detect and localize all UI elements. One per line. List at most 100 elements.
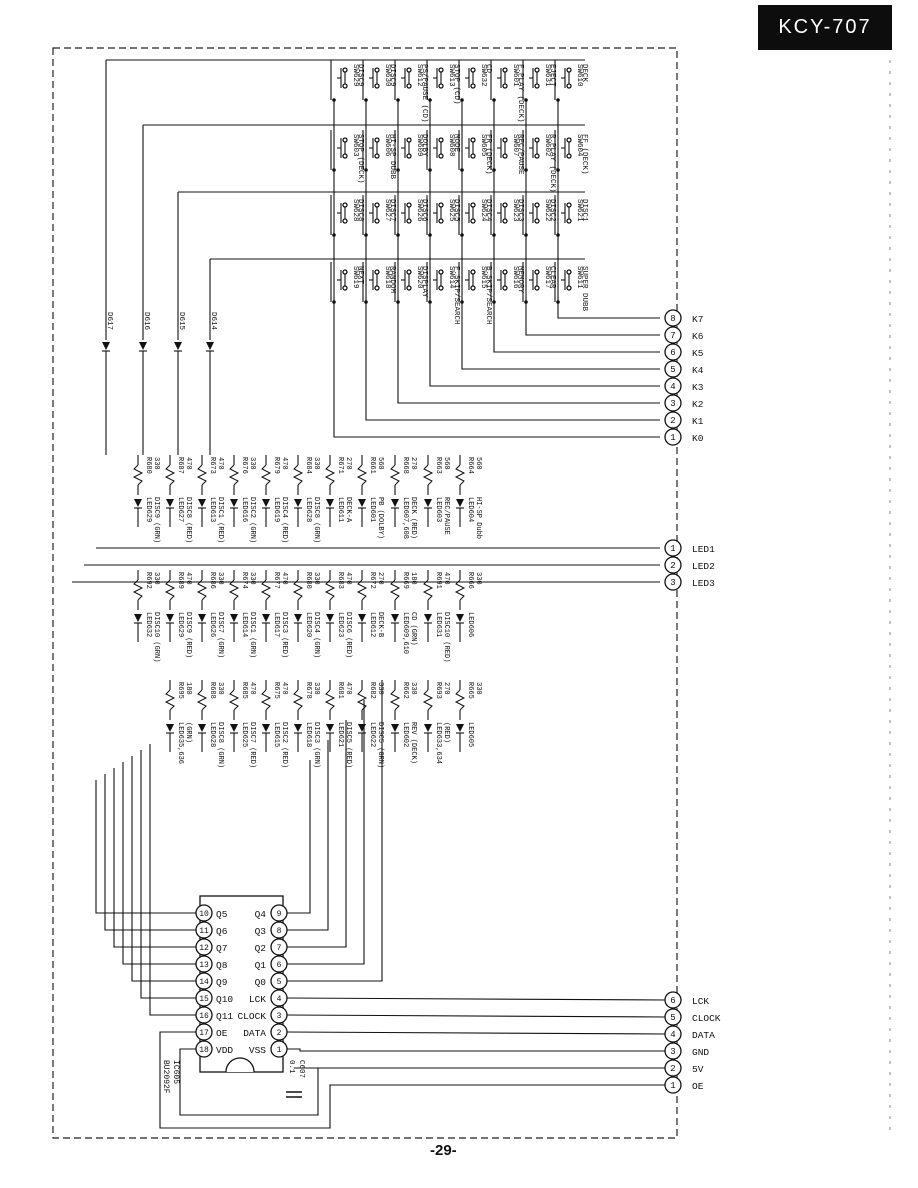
switch-contact — [534, 218, 540, 224]
led-symbol — [326, 499, 334, 507]
pin-circle — [664, 556, 682, 574]
pin-number: 2 — [670, 561, 675, 571]
resistor — [422, 464, 434, 486]
resistor-value: 330 — [312, 572, 320, 585]
switch-contact — [342, 202, 348, 208]
junction-dot — [492, 300, 496, 304]
led-symbol — [262, 724, 270, 732]
pin-label: K3 — [692, 382, 704, 393]
switch-contact — [374, 269, 380, 275]
switch-contact — [438, 218, 444, 224]
diode-d617: D617 — [102, 60, 113, 455]
pin-circle — [664, 428, 682, 446]
led-name: DISC9 (GRN) — [152, 497, 160, 543]
switch-name: DISC5 — [452, 199, 460, 222]
junction-dot — [332, 98, 336, 102]
resistor — [324, 464, 336, 486]
switch-ref: SW619 — [351, 266, 359, 289]
resistor-ref: R680 — [144, 457, 152, 474]
switch-contact — [438, 137, 444, 143]
pin-number: 4 — [670, 1030, 675, 1040]
switch-contact — [470, 218, 476, 224]
resistor — [454, 579, 466, 601]
pin-circle — [664, 539, 682, 557]
junction-dot — [364, 98, 368, 102]
pin-number: 4 — [670, 382, 675, 392]
resistor-value: 470 — [280, 572, 288, 585]
led-symbol — [198, 724, 206, 732]
key-column-bus — [365, 100, 660, 421]
resistor-value: 560 — [376, 457, 384, 470]
pin-number: 2 — [277, 1029, 282, 1038]
led-ref: LED617 — [272, 612, 280, 637]
pin-circle — [664, 360, 682, 378]
switch-contact — [534, 83, 540, 89]
led-symbol — [358, 499, 366, 507]
pin-label: LED3 — [692, 578, 715, 589]
switch-contact — [502, 83, 508, 89]
switch-ref: SW610 — [575, 64, 583, 87]
switch-contact — [566, 269, 572, 275]
switch-contact — [342, 269, 348, 275]
switch-contact — [534, 137, 540, 143]
key-column-bus — [333, 100, 660, 438]
switch-name: R.PLAY (DECK) — [548, 134, 556, 193]
switch-contact — [502, 153, 508, 159]
vdd-wire — [179, 1048, 319, 1116]
pin-number: 2 — [670, 416, 675, 426]
resistor-value: 330 — [248, 572, 256, 585]
ic-part: BU2092F — [161, 1060, 170, 1094]
ic-pin-8: 8Q3 — [255, 740, 329, 939]
junction-dot — [556, 168, 560, 172]
pin-label: Q4 — [255, 909, 267, 920]
led-name: DISC8 (GRN) — [312, 497, 320, 543]
switch-name: MEMORY — [516, 266, 524, 294]
diode-symbol — [174, 342, 182, 350]
resistor — [260, 689, 272, 711]
led-ref: LED613 — [208, 497, 216, 522]
switch-name: DISC4 — [484, 199, 492, 222]
main-signal-wire — [286, 1031, 666, 1035]
switch-name: FF (DECK) — [580, 134, 588, 175]
pin-circle — [664, 309, 682, 327]
switch-contact — [470, 137, 476, 143]
switch-name: DISC9 — [388, 64, 396, 87]
resistor-value: 270 — [376, 572, 384, 585]
switch-ref: SW616 — [511, 266, 519, 289]
switch-contact — [470, 67, 476, 73]
led-name: REV (DECK) — [409, 722, 417, 764]
led-ref: LED602 — [401, 722, 409, 747]
resistor-value: 470 — [442, 572, 450, 585]
resistor — [132, 579, 144, 601]
resistor-ref: R686 — [208, 572, 216, 589]
junction-dot — [460, 98, 464, 102]
led-name: DISC7 (GRN) — [216, 612, 224, 658]
ic-output-wire — [140, 750, 196, 999]
